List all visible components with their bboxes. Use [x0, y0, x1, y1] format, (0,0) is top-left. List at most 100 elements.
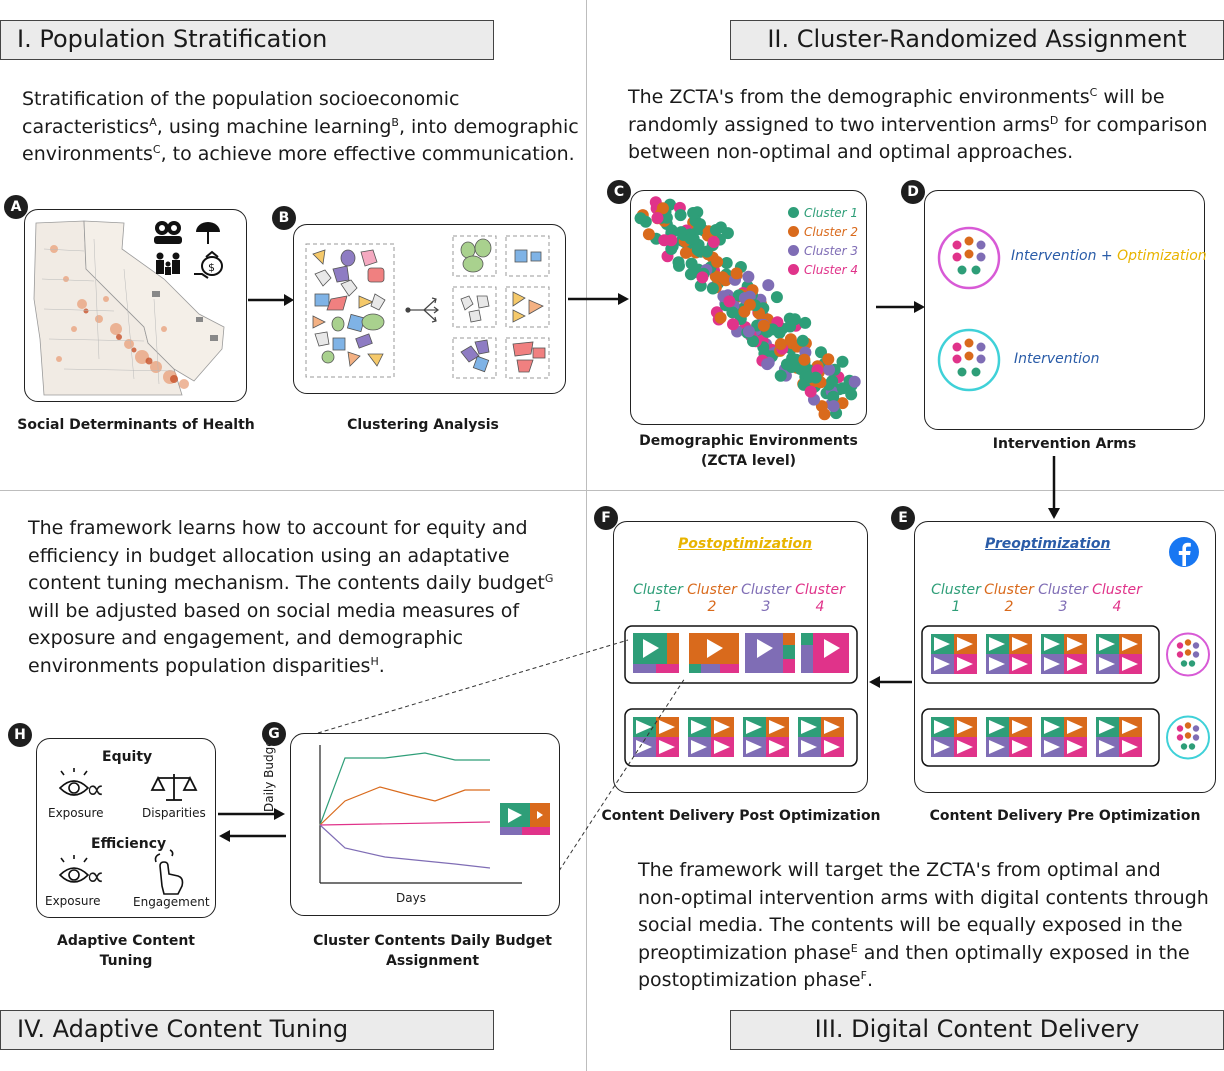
budget-chart: [319, 745, 550, 884]
pre-content-row: [921, 625, 1160, 684]
facebook-icon: [1169, 537, 1199, 567]
content-tile: [1096, 717, 1142, 757]
badge-f: F: [594, 506, 618, 530]
scatter-point: [696, 271, 709, 284]
pre-content-rows: [921, 625, 1210, 767]
legend-dot-3: [788, 245, 799, 256]
scatter-point: [796, 334, 809, 347]
clustering-graphic: [305, 235, 550, 379]
scatter-point: [762, 279, 775, 292]
scatter-point: [672, 256, 685, 269]
legend-cluster-4: Cluster 4: [788, 263, 858, 277]
scatter-point: [714, 311, 727, 324]
exposure-label-equity: Exposure: [48, 806, 104, 820]
arm-icon: [1166, 715, 1210, 760]
scatter-point: [757, 319, 770, 332]
badge-a: A: [4, 195, 28, 219]
scatter-point: [774, 369, 787, 382]
arrow-b-to-c: [568, 293, 629, 305]
paragraph-cluster-assignment: The ZCTA's from the demographic environm…: [628, 86, 1208, 163]
scatter-point: [827, 400, 840, 413]
arrow-d-to-e: [1048, 456, 1060, 519]
scatter-point: [742, 270, 755, 283]
content-tile: [745, 633, 783, 664]
badge-d: D: [901, 180, 925, 204]
caption-clustering-analysis: Clustering Analysis: [347, 417, 499, 433]
content-tile: [1041, 717, 1087, 757]
scatter-point: [634, 212, 647, 225]
money-bag-icon: $: [194, 250, 223, 279]
scatter-point: [694, 218, 706, 231]
arms-graphic: [937, 226, 1001, 392]
content-tile: [633, 717, 679, 757]
scatter-point: [784, 320, 797, 333]
preoptimization-title: Preoptimization: [985, 536, 1111, 552]
legend-cluster-1: Cluster 1: [788, 206, 858, 220]
badge-g: G: [262, 722, 286, 746]
scatter-point: [679, 246, 692, 259]
series-cluster-1: [319, 752, 490, 826]
content-tile: [743, 717, 789, 757]
caption-intervention-arms: Intervention Arms: [992, 436, 1137, 452]
content-tile: [986, 634, 1032, 674]
content-tile: [1096, 634, 1142, 674]
scatter-point: [658, 234, 671, 247]
arm-icon: [1166, 632, 1210, 677]
scatter-point: [774, 338, 787, 350]
scatter-point: [727, 318, 739, 331]
scatter-point: [642, 228, 655, 241]
eye-icon-efficiency: [58, 855, 90, 883]
proportional-symbol-equity: ∝: [86, 775, 105, 805]
demographic-scatter: [634, 196, 861, 421]
content-tile-icon: [500, 803, 550, 835]
caption-pre-optimization: Content Delivery Pre Optimization: [929, 808, 1201, 824]
arrow-a-to-b: [248, 294, 294, 306]
section-title-adaptive-content-tuning: IV. Adaptive Content Tuning: [0, 1010, 494, 1050]
scatter-point: [818, 408, 831, 421]
scatter-point: [848, 375, 861, 388]
scatter-point: [826, 375, 839, 388]
panel-adaptive-content-tuning: [36, 738, 216, 918]
scatter-point: [687, 207, 700, 219]
arrows-g-h: [218, 808, 286, 842]
people-icon: [154, 221, 182, 244]
badge-e: E: [891, 506, 915, 530]
sdoh-icons: $: [154, 221, 223, 279]
series-cluster-4: [319, 821, 491, 826]
eye-icon-equity: [58, 768, 90, 796]
proportional-symbol-efficiency: ∝: [86, 862, 105, 892]
scales-icon: [150, 774, 198, 801]
series-cluster-2: [319, 786, 490, 826]
scatter-point: [651, 212, 664, 224]
content-tile: [986, 717, 1032, 757]
content-tile: [931, 634, 977, 674]
content-tile: [931, 717, 977, 757]
arrow-c-to-d: [876, 301, 925, 313]
scatter-point: [730, 267, 743, 280]
legend-dot-4: [788, 264, 799, 275]
badge-c: C: [607, 180, 631, 204]
scatter-point: [665, 243, 678, 255]
split-icon: [405, 297, 439, 323]
series-cluster-3: [319, 824, 491, 869]
scatter-point: [823, 363, 836, 376]
postoptimization-title: Postoptimization: [678, 536, 813, 552]
scatter-point: [798, 353, 811, 366]
scatter-point: [770, 291, 783, 304]
scatter-point: [845, 388, 858, 401]
arrow-e-to-f: [869, 676, 912, 688]
scatter-point: [716, 271, 729, 284]
paragraph-adaptive-tuning: The framework learns how to account for …: [28, 517, 554, 677]
content-tile: [1041, 634, 1087, 674]
scatter-point: [743, 298, 756, 311]
scatter-point: [707, 236, 720, 248]
scatter-point: [706, 282, 719, 295]
legend-dot-2: [788, 226, 799, 237]
content-tile: [798, 717, 844, 757]
content-tile: [688, 717, 734, 757]
